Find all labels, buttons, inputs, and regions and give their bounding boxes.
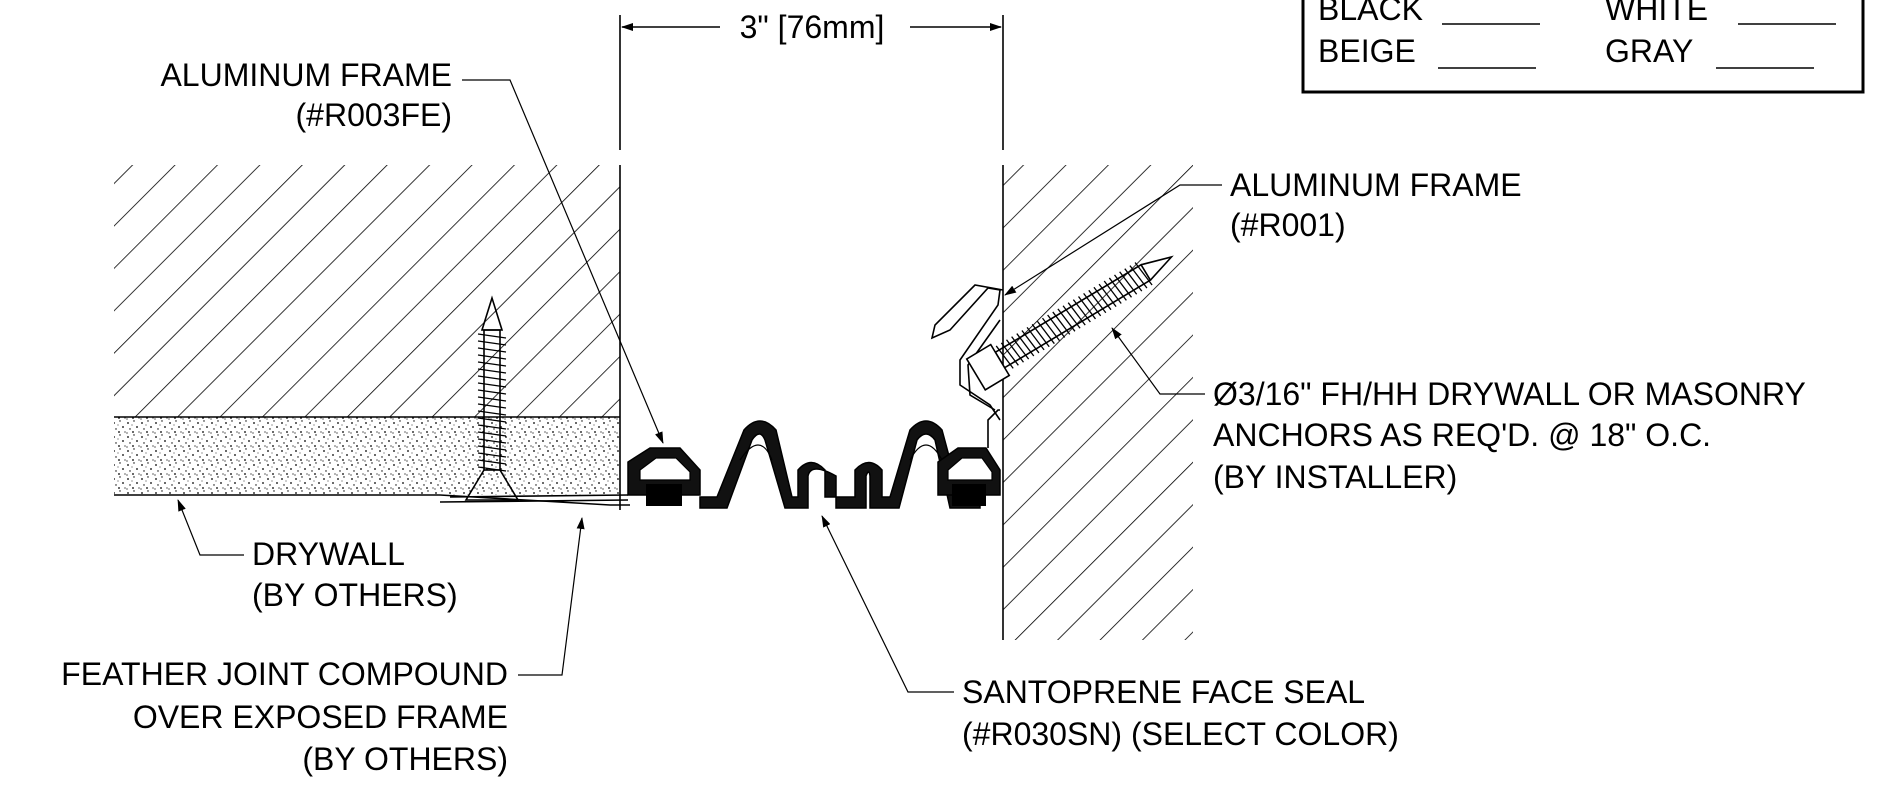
callout-drywall-line1: DRYWALL (252, 536, 405, 572)
callout-anchors-line3: (BY INSTALLER) (1213, 459, 1457, 495)
santoprene-face-seal (699, 420, 981, 509)
dimension-3in: 3" [76mm] (619, 9, 1004, 150)
left-substrate (114, 165, 621, 510)
color-beige-label: BEIGE (1318, 33, 1416, 69)
drywall-layer (114, 416, 630, 506)
callout-aluminum-frame-left: ALUMINUM FRAME (#R003FE) (160, 57, 664, 444)
callout-anchors-line2: ANCHORS AS REQ'D. @ 18" O.C. (1213, 417, 1711, 453)
callout-anchors: Ø3/16" FH/HH DRYWALL OR MASONRY ANCHORS … (1111, 327, 1806, 495)
callout-frame-left-line1: ALUMINUM FRAME (160, 57, 452, 93)
callout-anchors-line1: Ø3/16" FH/HH DRYWALL OR MASONRY (1213, 376, 1806, 412)
callout-feather-line2: OVER EXPOSED FRAME (133, 699, 508, 735)
right-substrate (1002, 165, 1193, 640)
callout-frame-right-line2: (#R001) (1230, 207, 1346, 243)
callout-frame-left-line2: (#R003FE) (296, 97, 453, 133)
masonry-anchor (965, 255, 1174, 391)
callout-seal-line1: SANTOPRENE FACE SEAL (962, 674, 1365, 710)
color-black-label: BLACK (1318, 0, 1423, 27)
callout-frame-right-line1: ALUMINUM FRAME (1230, 167, 1522, 203)
dimension-label: 3" [76mm] (740, 9, 885, 45)
left-aluminum-frame (439, 447, 701, 506)
right-aluminum-frame (930, 284, 1004, 506)
callout-feather-line3: (BY OTHERS) (302, 741, 508, 777)
callout-aluminum-frame-right: ALUMINUM FRAME (#R001) (1004, 167, 1522, 296)
callout-feather-joint: FEATHER JOINT COMPOUND OVER EXPOSED FRAM… (61, 517, 585, 777)
callout-drywall: DRYWALL (BY OTHERS) (177, 499, 458, 613)
callout-drywall-line2: (BY OTHERS) (252, 577, 458, 613)
color-selection-box: BLACK WHITE BEIGE GRAY (1301, 0, 1865, 94)
callout-face-seal: SANTOPRENE FACE SEAL (#R030SN) (SELECT C… (821, 515, 1399, 752)
callout-feather-line1: FEATHER JOINT COMPOUND (61, 656, 508, 692)
color-white-label: WHITE (1605, 0, 1708, 27)
callout-seal-line2: (#R030SN) (SELECT COLOR) (962, 716, 1399, 752)
color-gray-label: GRAY (1605, 33, 1693, 69)
drywall-screw (464, 295, 520, 501)
